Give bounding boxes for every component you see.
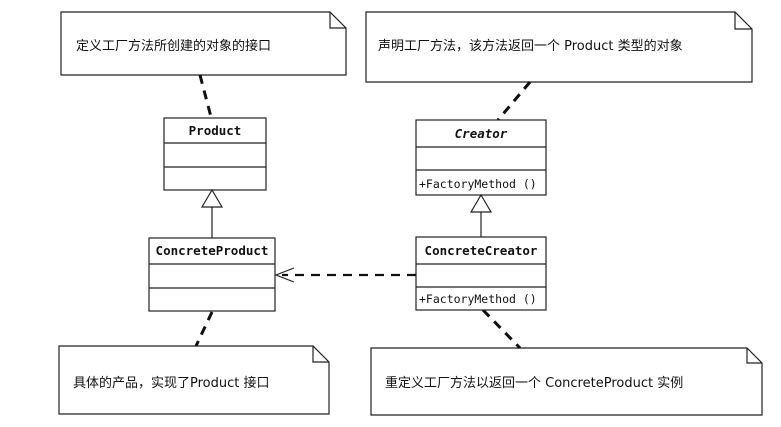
- dependency-creates: [274, 267, 416, 283]
- note-creator-anchor: [496, 81, 532, 121]
- class-creator-operation: +FactoryMethod (): [419, 177, 537, 191]
- note-concrete-creator-anchor: [481, 308, 522, 350]
- inheritance-arrowhead-creator: [469, 193, 493, 213]
- note-product-anchor: [198, 74, 213, 118]
- class-creator-name: Creator: [455, 126, 508, 141]
- class-concrete-creator: ConcreteCreator +FactoryMethod (): [415, 236, 547, 311]
- class-concrete-product-name: ConcreteProduct: [156, 243, 269, 258]
- generalization-creator: [469, 193, 493, 237]
- note-creator-text: 声明工厂方法，该方法返回一个 Product 类型的对象: [378, 38, 683, 54]
- note-concrete-product-text: 具体的产品，实现了Product 接口: [73, 375, 270, 391]
- note-concrete-product: 具体的产品，实现了Product 接口: [58, 345, 330, 415]
- class-concrete-creator-name: ConcreteCreator: [425, 243, 538, 258]
- note-creator: 声明工厂方法，该方法返回一个 Product 类型的对象: [365, 11, 753, 83]
- class-product: Product: [163, 117, 267, 191]
- class-creator: Creator +FactoryMethod (): [415, 119, 547, 196]
- dependency-arrowhead: [274, 267, 295, 283]
- class-product-name: Product: [189, 123, 242, 138]
- class-concrete-product: ConcreteProduct: [148, 237, 276, 312]
- note-concrete-creator: 重定义工厂方法以返回一个 ConcreteProduct 实例: [370, 347, 763, 416]
- inheritance-arrowhead-product: [200, 188, 224, 208]
- note-concrete-creator-text: 重定义工厂方法以返回一个 ConcreteProduct 实例: [385, 375, 683, 391]
- note-concrete-product-anchor: [194, 311, 214, 347]
- generalization-product: [200, 188, 224, 238]
- note-product-text: 定义工厂方法所创建的对象的接口: [76, 38, 271, 54]
- class-concrete-creator-operation: +FactoryMethod (): [419, 292, 537, 306]
- note-product: 定义工厂方法所创建的对象的接口: [60, 11, 347, 76]
